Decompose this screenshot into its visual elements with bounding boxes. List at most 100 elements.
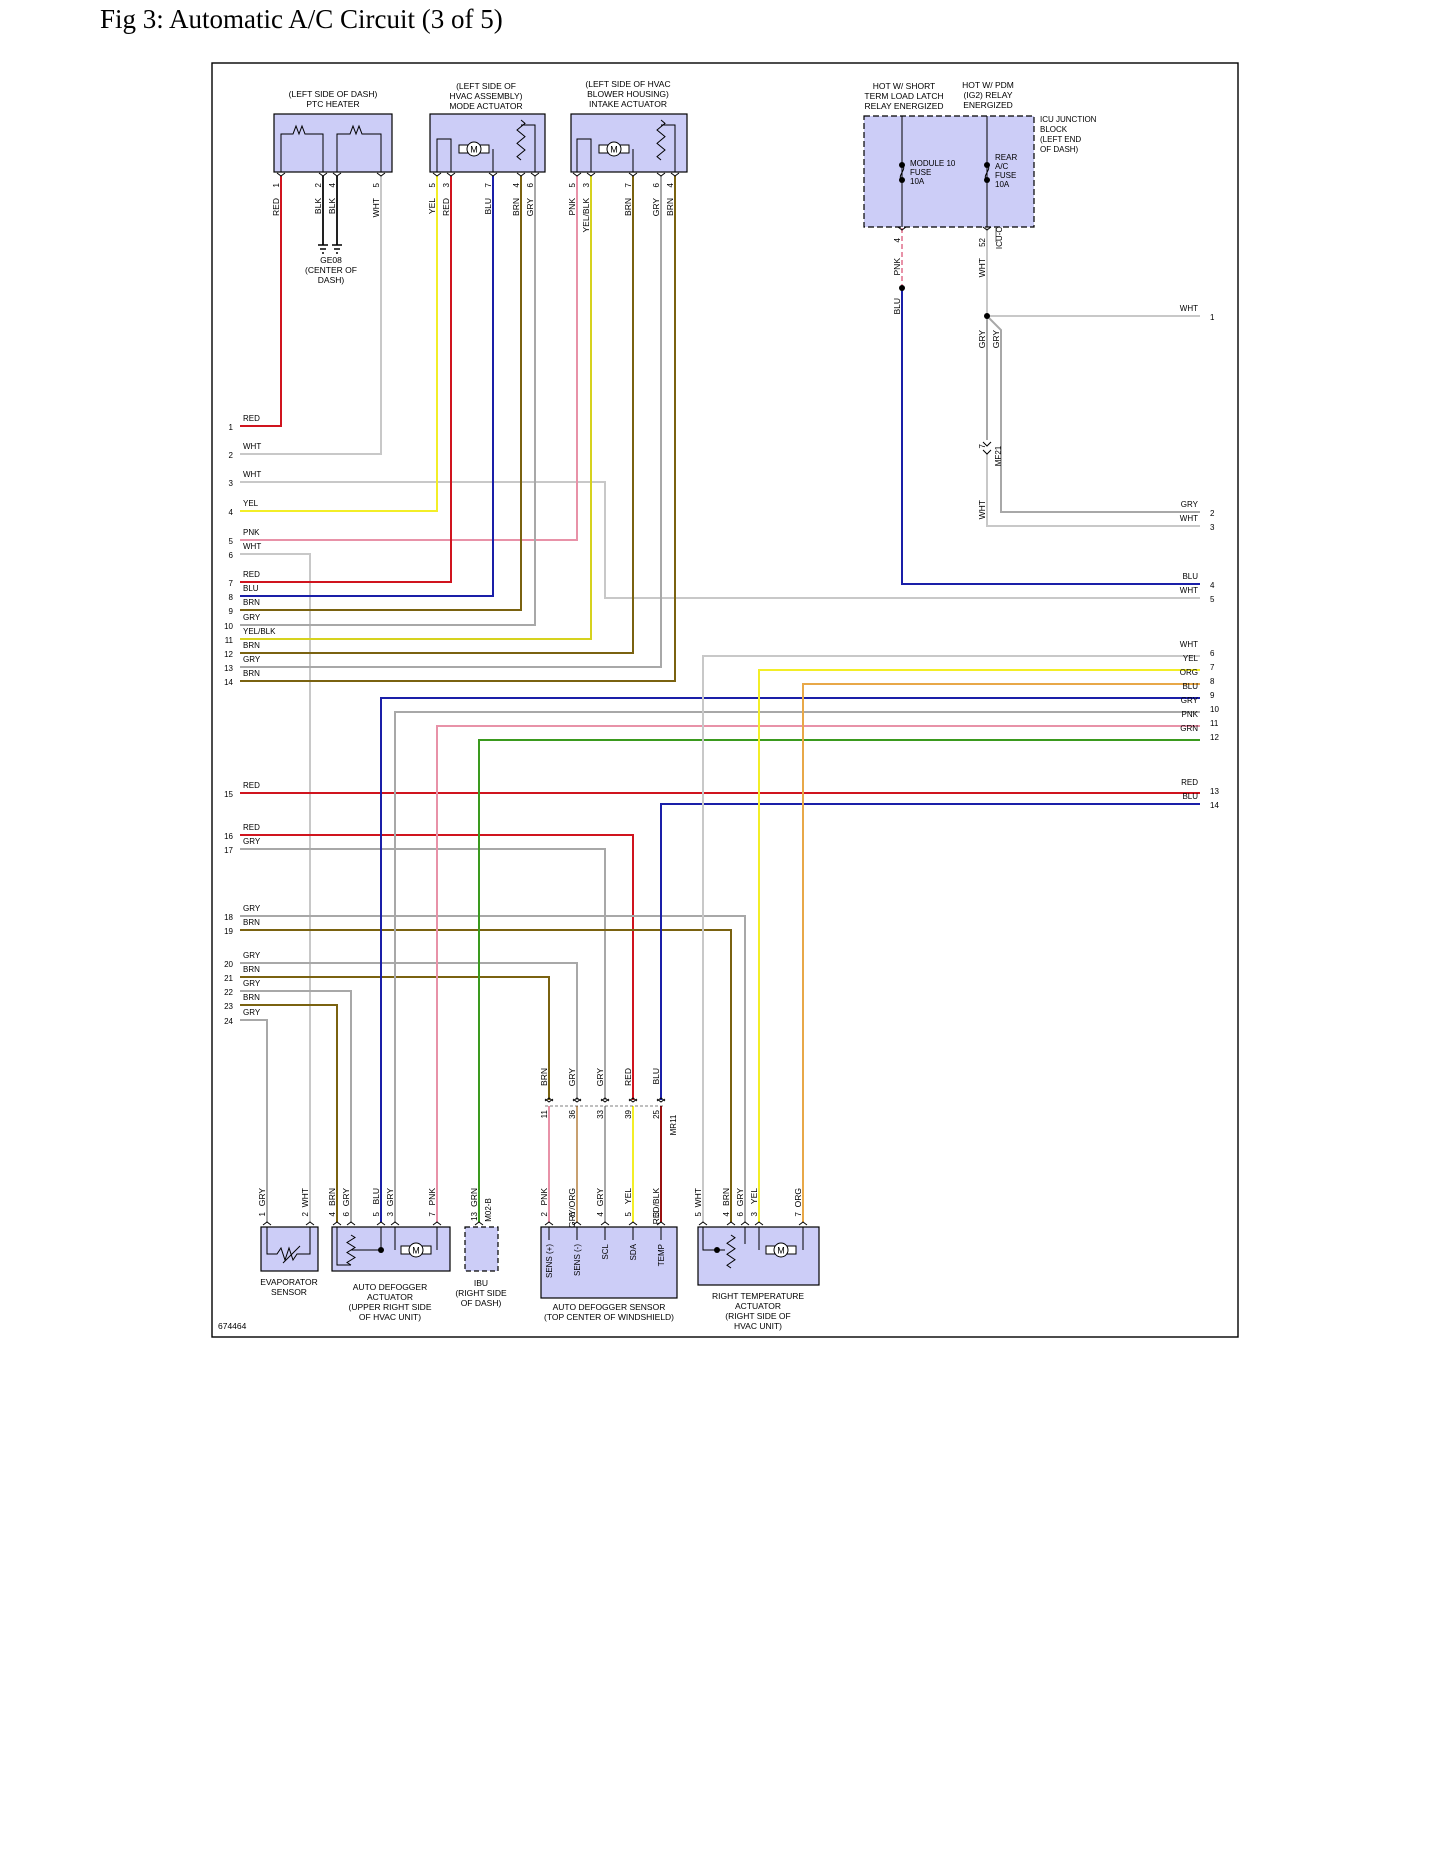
left-wire-number: 12 [224,650,233,659]
connector-terminal [572,172,582,177]
mr11-wire-color: GRY [567,1068,577,1087]
m02b-connector-label: M02-B [484,1198,493,1222]
defog-sens-wire-color: PNK [539,1188,549,1206]
connector-terminal [698,1221,708,1226]
mode-pin-number: 3 [442,182,451,187]
rta-pin-number: 3 [750,1211,759,1216]
wire-mode-5 [240,176,438,512]
defog-sens-pin-number: 5 [624,1211,633,1216]
mode-pin-number: 7 [484,182,493,187]
mr11-pin-number: 25 [652,1109,661,1118]
left-wire-color: BRN [243,641,260,650]
right-wire-number: 13 [1210,787,1219,796]
connector-terminal [754,1221,764,1226]
wire-intake-6 [240,176,662,668]
icu-junction-label: BLOCK [1040,125,1068,134]
connector-terminal [332,1221,342,1226]
hot-short-term-label: TERM LOAD LATCH [864,91,943,101]
connector-terminal [544,1221,554,1226]
left-wire-number: 21 [224,974,233,983]
connector-terminal [516,172,526,177]
defog-act-wire-color: GRY [341,1188,351,1207]
hot-short-term-label: RELAY ENERGIZED [864,101,943,111]
right-wire-number: 4 [1210,581,1215,590]
right-wire-color: BLU [1182,682,1198,691]
wire-ibu-grn [478,739,1200,1222]
mode-pin-number: 4 [512,182,521,187]
wire-ptc-1 [240,176,282,427]
motor-label: M [777,1246,785,1256]
intake-pin-number: 4 [666,182,675,187]
mode-wiring [492,124,536,172]
motor-label: M [610,145,618,155]
left-wire-number: 16 [224,832,233,841]
connector-terminal [376,172,386,177]
defog-act-pin-number: 3 [386,1211,395,1216]
defogger-actuator-label: (UPPER RIGHT SIDE [349,1302,432,1312]
sensor-pin-label: SENS (-) [573,1244,582,1276]
wire-mf21-wht [986,453,1200,527]
left-wire-number: 20 [224,960,233,969]
ptc-heater-label: (LEFT SIDE OF DASH) [289,89,378,99]
rear-ac-fuse-label: A/C [995,162,1009,171]
mf21-connector-icon [982,441,992,455]
motor-icon [466,141,482,157]
connector-terminal [390,1221,400,1226]
wire-16-mr11 [240,834,634,1100]
connector-terminal [628,1097,638,1102]
intake-actuator-label: BLOWER HOUSING) [587,89,669,99]
wire-mr11-blu [660,803,1200,1100]
left-wire-color: BRN [243,965,260,974]
defog-act-pin-number: 7 [428,1211,437,1216]
connector-terminal [530,172,540,177]
connector-terminal [474,1221,484,1226]
rta-wire-color: ORG [793,1188,803,1207]
right-wire-number: 14 [1210,801,1219,810]
resistor-icon [516,119,526,161]
connector-terminal [600,1097,610,1102]
connector-terminal [670,172,680,177]
mf21-pin-number: 7 [978,443,987,448]
intake-actuator-label: (LEFT SIDE OF HVAC [585,79,670,89]
resistor-icon [726,1234,736,1269]
right-temp-actuator-label: HVAC UNIT) [734,1321,782,1331]
left-wire-color: RED [243,781,260,790]
left-wire-number: 13 [224,664,233,673]
connector-terminal [432,1221,442,1226]
left-wire-color: BRN [243,598,260,607]
ibu-box [464,1226,499,1272]
connector-terminal [628,172,638,177]
defog-sens-pin-number: 2 [540,1211,549,1216]
module-fuse-label: 10A [910,177,925,186]
connector-terminal [318,172,328,177]
hot-pdm-label: HOT W/ PDM [962,80,1014,90]
wire-22-defog [240,990,352,1222]
sensor-pin-label: SENS (+) [545,1244,554,1278]
intake-wire-color: BRN [665,198,675,216]
rta-wiring [702,1227,804,1251]
icu-connector-label: ICU-C [995,227,1004,249]
rta-pin-number: 5 [694,1211,703,1216]
mr11-wire-color: GRY [595,1068,605,1087]
defog-act-wire-color: GRY [385,1188,395,1207]
icu-wire-color: PNK [892,258,902,276]
left-wire-number: 6 [229,551,234,560]
wire-6-evap [240,553,311,1222]
intake-pin-number: 7 [624,182,633,187]
ibu-pin-number: 13 [470,1211,479,1220]
defog-sens-wire-color: YEL [623,1188,633,1204]
icu-pin-number: 52 [978,237,987,246]
connector-terminal [740,1221,750,1226]
connector-terminal [346,1221,356,1226]
hot-pdm-label: ENERGIZED [963,100,1013,110]
left-wire-number: 19 [224,927,233,936]
right-wire-color: WHT [1180,586,1198,595]
evap-wire-color: WHT [300,1188,310,1207]
left-wire-number: 8 [229,593,234,602]
icu-junction-label: (LEFT END [1040,135,1081,144]
mode-actuator-label: MODE ACTUATOR [449,101,522,111]
mr11-pin-number: 11 [540,1109,549,1118]
sensor-pin-label: SCL [601,1243,610,1259]
mr11-pin-number: 33 [596,1109,605,1118]
right-wire-color: RED [1181,778,1198,787]
